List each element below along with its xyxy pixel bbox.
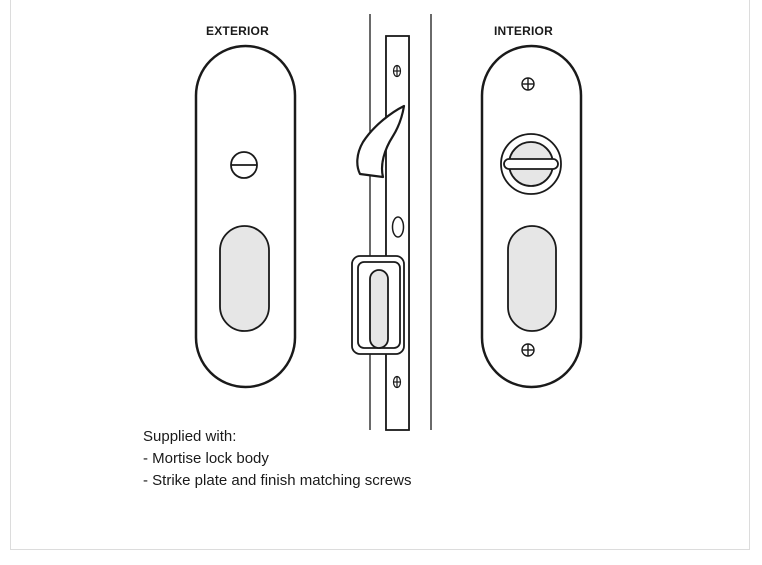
faceplate-screw-bottom-icon: [392, 375, 402, 389]
interior-pull-slot: [507, 225, 557, 332]
supplied-with-notes: Supplied with: - Mortise lock body - Str…: [143, 426, 411, 492]
notes-item-lock-body: - Mortise lock body: [143, 450, 269, 467]
interior-label: INTERIOR: [494, 24, 553, 38]
thumb-turn-icon: [500, 133, 562, 195]
exterior-plate: [194, 44, 297, 389]
faceplate-screw-top-icon: [392, 64, 402, 78]
faceplate-hole: [391, 216, 405, 238]
notes-item-strike-plate: - Strike plate and finish matching screw…: [143, 472, 412, 489]
notes-heading: Supplied with:: [143, 428, 237, 445]
interior-plate-outline: [480, 44, 583, 389]
exterior-pull-slot: [219, 225, 270, 332]
exterior-label: EXTERIOR: [206, 24, 269, 38]
edge-pull: [351, 255, 405, 355]
exterior-coin-slot-icon: [230, 151, 258, 179]
exterior-plate-outline: [194, 44, 297, 389]
interior-screw-bottom-icon: [521, 343, 535, 357]
interior-screw-top-icon: [521, 77, 535, 91]
hook-bolt: [356, 104, 406, 179]
